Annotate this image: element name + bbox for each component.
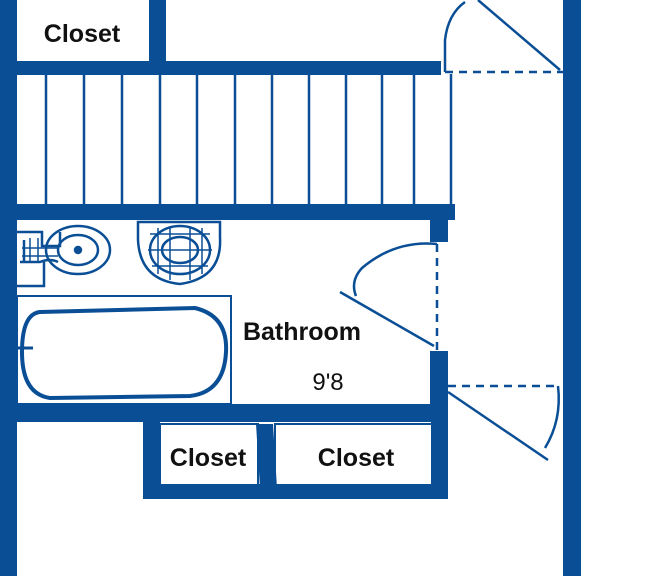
bathroom-label: Bathroom — [243, 318, 361, 346]
walls — [0, 0, 581, 576]
closet-top-label: Closet — [44, 20, 121, 48]
bottom-closets-floor-wall — [143, 484, 448, 499]
lower-stair-wall — [0, 204, 455, 220]
bathtub-fixture — [16, 295, 232, 405]
sink-fixture — [17, 224, 112, 288]
door-top-right — [443, 0, 563, 74]
door-bathroom — [339, 242, 439, 350]
closet-outlines — [159, 423, 433, 487]
bottom-closets-divider — [256, 424, 277, 488]
closet-bottom-right-label: Closet — [318, 444, 395, 472]
bathroom-bottom-wall — [0, 404, 448, 422]
upper-stair-wall — [0, 61, 441, 75]
toilet-fixture — [136, 220, 222, 286]
bottom-closets-left-wall — [143, 420, 160, 498]
door-lower-right — [447, 384, 560, 462]
staircase — [44, 74, 453, 206]
top-closet-right-wall — [149, 0, 166, 62]
closet-bottom-left-label: Closet — [170, 444, 247, 472]
bottom-closets-right-wall — [431, 420, 448, 498]
bathroom-size-label: 9'8 — [312, 369, 343, 396]
left-exterior-wall — [0, 0, 17, 576]
bathroom-right-wall-lower — [430, 351, 448, 421]
right-exterior-wall — [563, 0, 581, 576]
bathroom-right-wall-upper — [430, 218, 448, 242]
